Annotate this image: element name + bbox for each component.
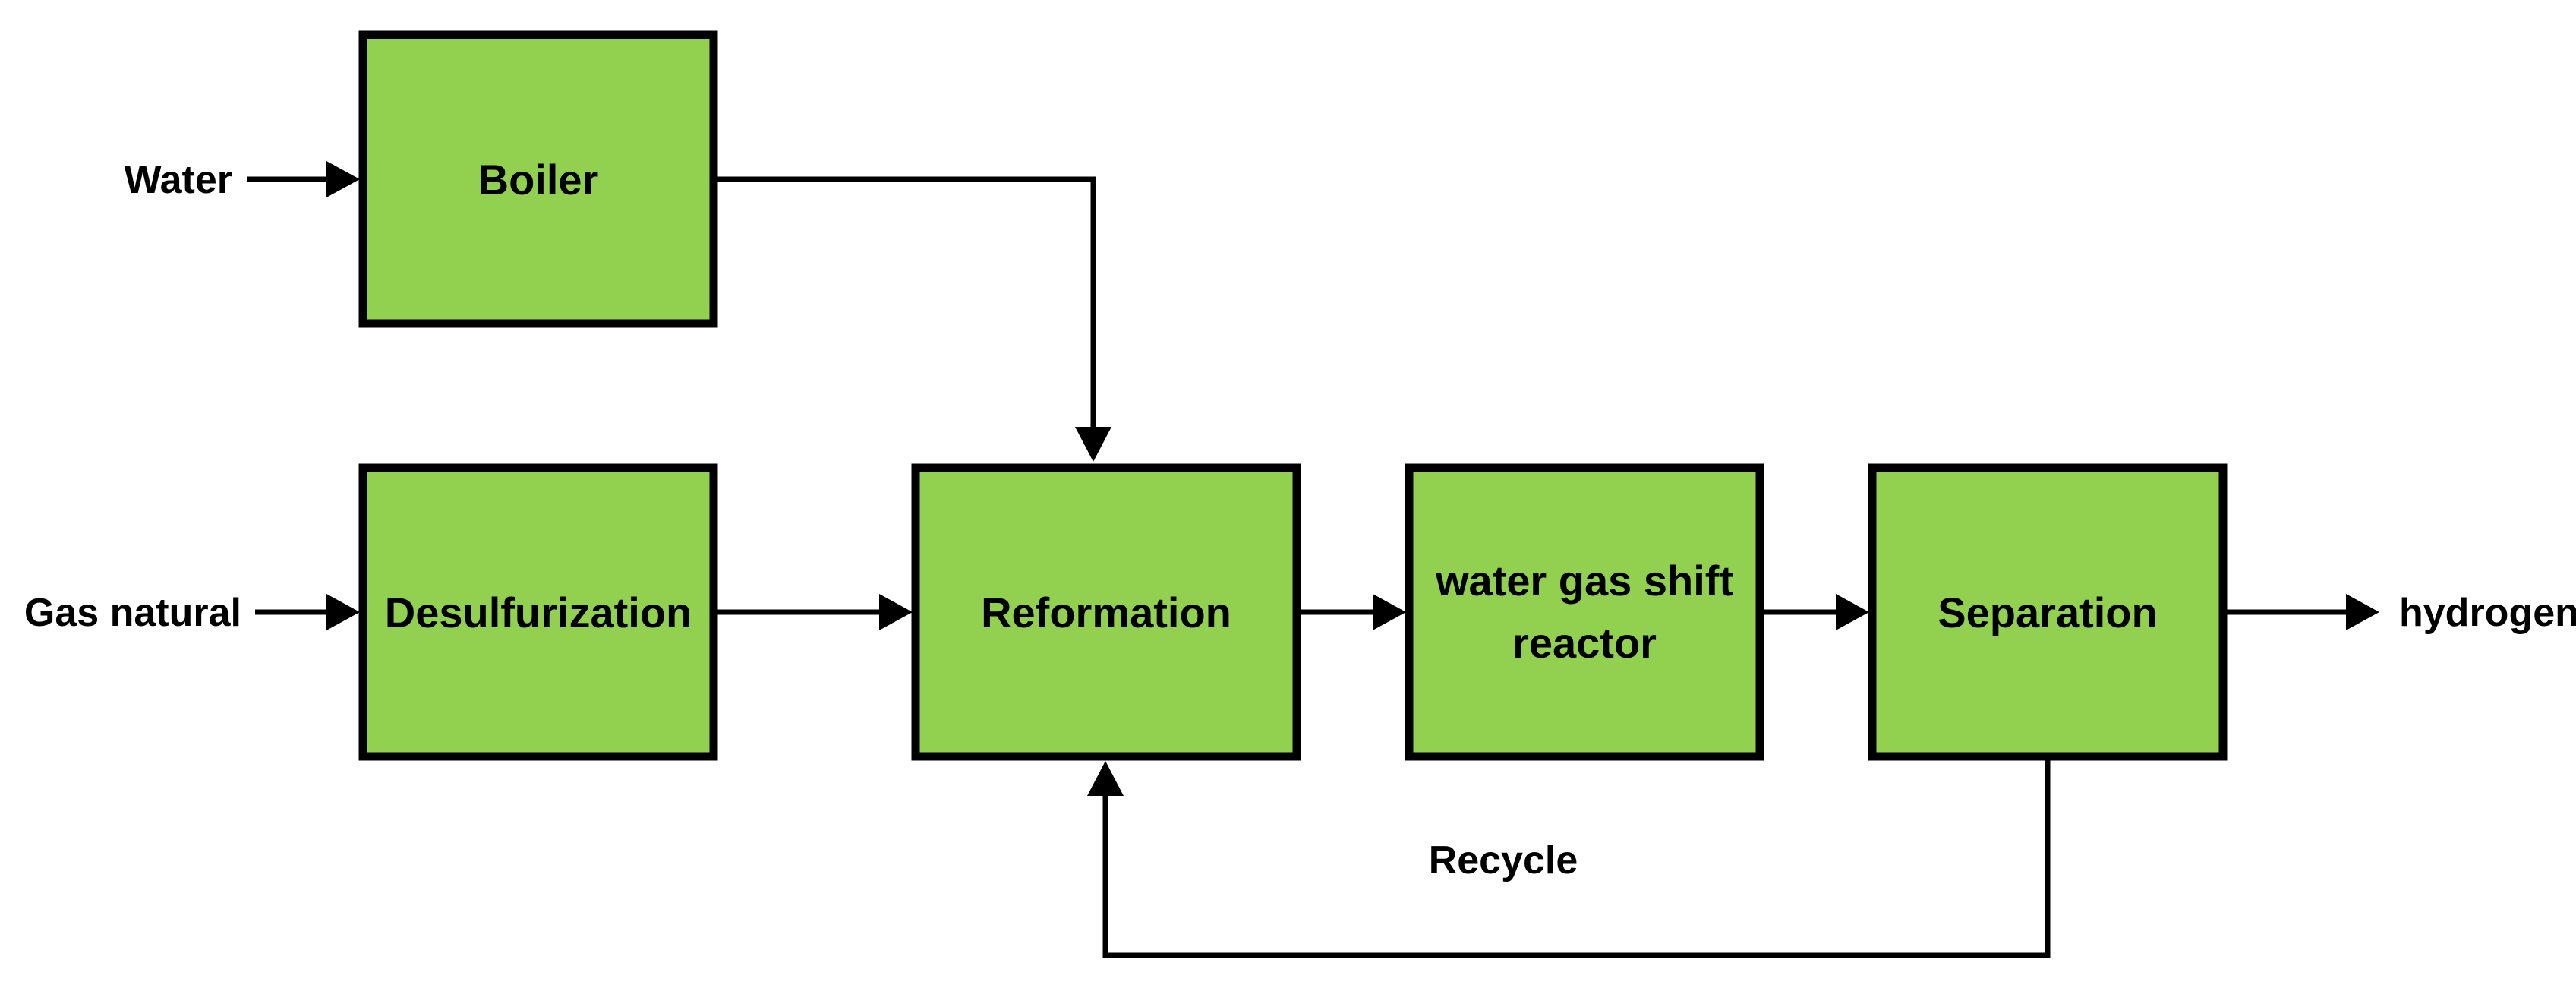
reformation-block [911, 463, 1301, 761]
wgs-label-line2: reactor [1512, 619, 1657, 667]
wgs-to-separation-arrow [1760, 594, 1869, 630]
water-to-boiler-arrow [247, 161, 360, 197]
water-input-label: Water [124, 158, 232, 202]
recycle-label: Recycle [1429, 838, 1578, 882]
reformation-to-wgs-arrow [1297, 594, 1406, 630]
natural-gas-input-label: Gas natural [24, 591, 241, 635]
separation-to-hydrogen-arrow [2223, 594, 2379, 630]
reformation-label: Reformation [981, 589, 1231, 636]
boiler-to-reformation-arrow [714, 176, 1111, 462]
gas-to-desulfurization-arrow [255, 594, 360, 630]
desulfurization-block [358, 463, 718, 761]
separation-label: Separation [1938, 589, 2157, 636]
boiler-block [358, 30, 718, 328]
desulfurization-to-reformation-arrow [714, 594, 913, 630]
wgs-label-line1: water gas shift [1435, 557, 1733, 605]
water-gas-shift-reactor-block [1405, 463, 1764, 761]
recycle-loop-arrow [1087, 756, 2051, 958]
boiler-label: Boiler [478, 156, 599, 204]
hydrogen-output-label: hydrogen [2399, 591, 2576, 635]
desulfurization-label: Desulfurization [385, 589, 692, 636]
